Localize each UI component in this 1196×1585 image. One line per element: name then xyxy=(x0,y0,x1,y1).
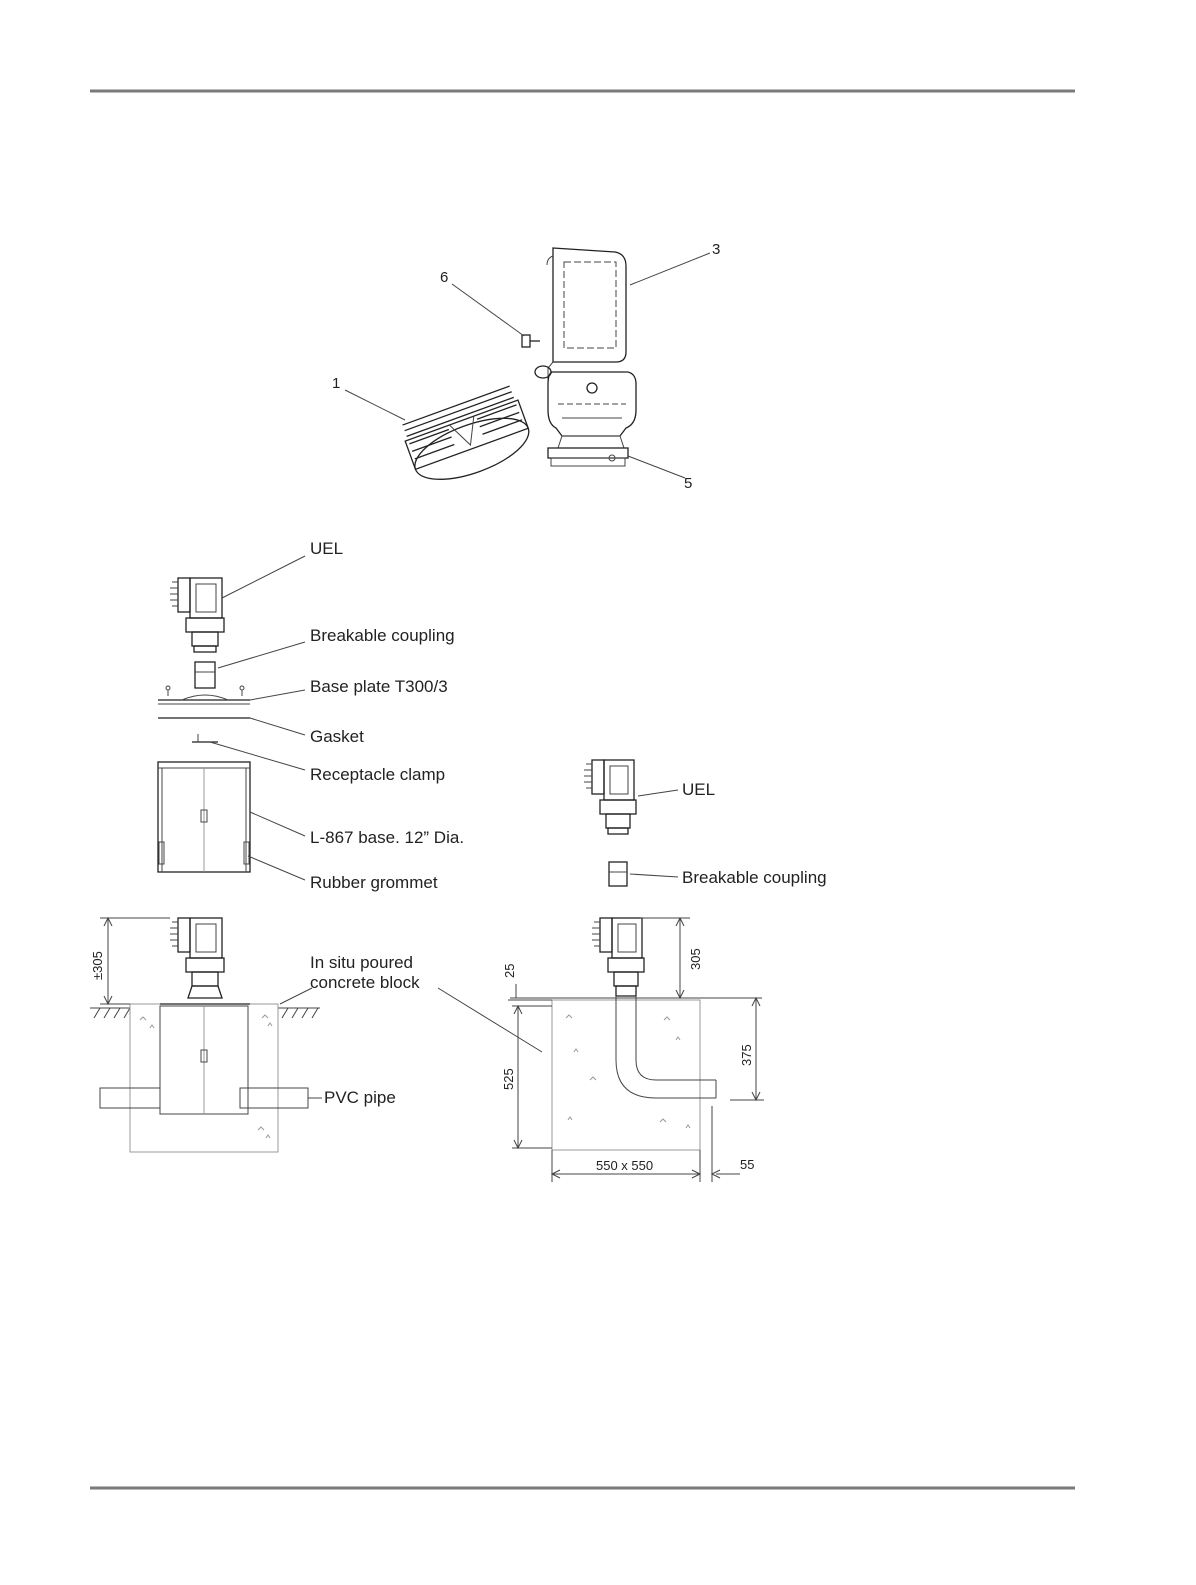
label-breakable-coupling: Breakable coupling xyxy=(310,626,455,645)
direct-concrete-specks xyxy=(566,1015,690,1128)
dim-25: 25 xyxy=(502,964,517,978)
label-rubber-grommet: Rubber grommet xyxy=(310,873,438,892)
top-lens-assembly xyxy=(400,385,537,492)
figure-top-assembly: 3 6 1 5 xyxy=(332,241,720,492)
callout-6: 6 xyxy=(440,269,448,286)
installed-uel xyxy=(170,918,224,998)
top-housing-hook xyxy=(547,256,553,265)
dim-375: 375 xyxy=(739,1044,754,1066)
direct-concrete-block xyxy=(552,1000,700,1150)
label-uel: UEL xyxy=(310,539,343,558)
label-concrete-1: In situ poured xyxy=(310,953,413,972)
ground-hatch xyxy=(94,1008,318,1018)
top-screw xyxy=(522,335,540,347)
top-housing-window xyxy=(564,262,616,348)
direct-conduit-inner xyxy=(636,996,716,1080)
label-base-plate: Base plate T300/3 xyxy=(310,677,448,696)
callout-5: 5 xyxy=(684,475,692,492)
figure-exploded-view: UEL Breakable coupling Base plate T300/3… xyxy=(158,539,464,892)
exploded-coupling xyxy=(195,662,215,688)
exploded-clamp xyxy=(192,734,218,742)
top-base-ring xyxy=(548,448,628,458)
right-coupling xyxy=(609,862,627,886)
right-uel xyxy=(584,760,636,834)
direct-conduit-outer xyxy=(616,996,716,1098)
dim-305-direct: 305 xyxy=(688,948,703,970)
dim-305-base: ±305 xyxy=(90,951,105,980)
label-l867-base: L-867 base. 12” Dia. xyxy=(310,828,464,847)
figure-direct-mount: 305 25 525 375 550 x 550 55 xyxy=(438,918,764,1182)
exploded-uel xyxy=(170,578,224,652)
dim-550x550: 550 x 550 xyxy=(596,1158,653,1173)
dim-525: 525 xyxy=(501,1068,516,1090)
direct-uel xyxy=(592,918,644,996)
label-gasket: Gasket xyxy=(310,727,364,746)
label-pvc-pipe: PVC pipe xyxy=(324,1088,396,1107)
label-receptacle-clamp: Receptacle clamp xyxy=(310,765,445,784)
pvc-pipe-right xyxy=(240,1088,308,1108)
exploded-l867-base xyxy=(158,762,250,872)
top-body-bolt xyxy=(587,383,597,393)
callout-1: 1 xyxy=(332,375,340,392)
label-concrete-2: concrete block xyxy=(310,973,420,992)
figure-installed-base: ±305 In situ poured concrete block PVC p… xyxy=(90,918,420,1152)
right-label-breakable-coupling: Breakable coupling xyxy=(682,868,827,887)
figure-right-components: UEL Breakable coupling xyxy=(584,760,827,887)
exploded-base-plate xyxy=(158,686,250,704)
right-label-uel: UEL xyxy=(682,780,715,799)
dim-55: 55 xyxy=(740,1157,754,1172)
callout-3: 3 xyxy=(712,241,720,258)
